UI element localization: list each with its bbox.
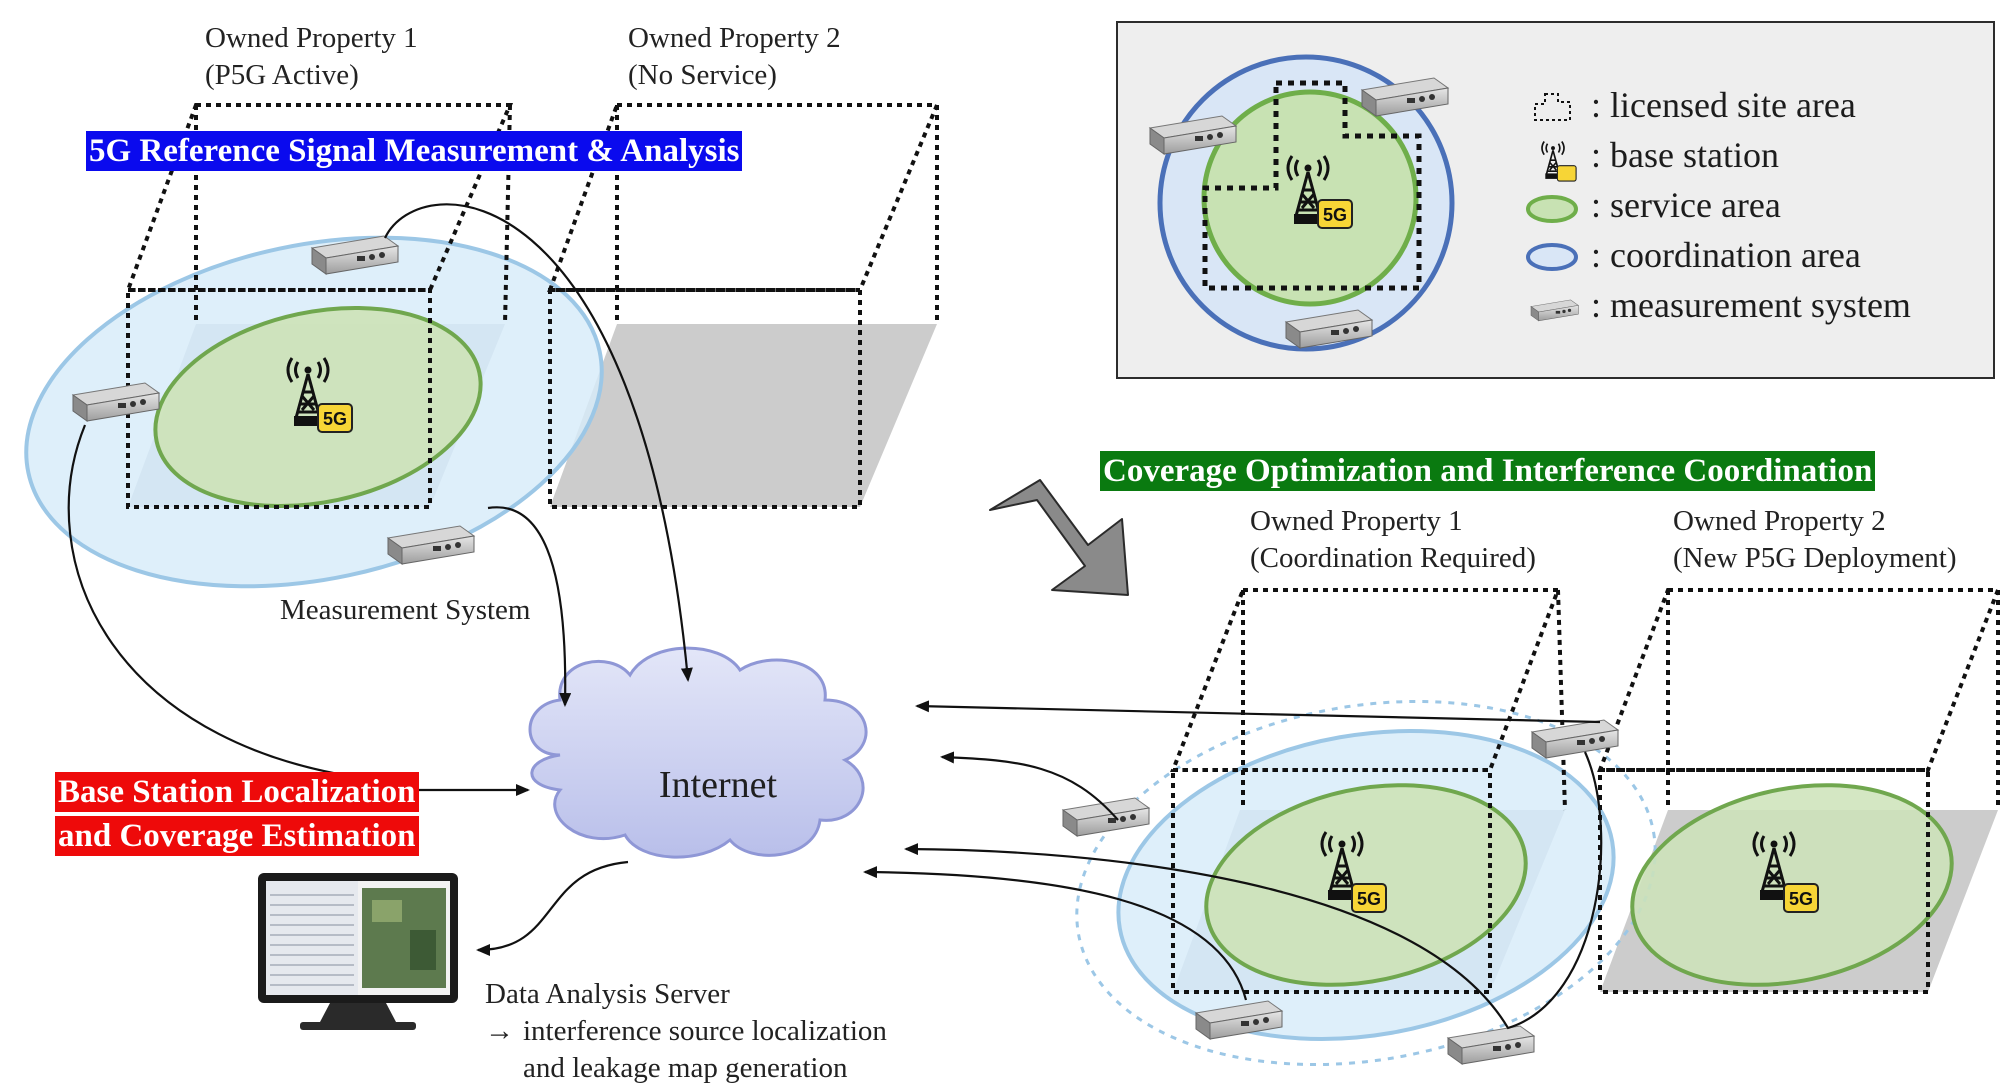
legend-base-station-badge-icon [1556,165,1577,182]
coverage-optimization-banner: Coverage Optimization and Interference C… [1100,451,1876,491]
left-5g-badge-text: 5G [323,409,347,429]
right-property2-5g-badge-text: 5G [1789,889,1813,909]
bs-localization-banner-line2: and Coverage Estimation [55,816,419,856]
right-measurement-device-left-icon [1062,797,1150,837]
right-property2-subtitle: (New P5G Deployment) [1673,542,1957,574]
connector-arrows [67,203,1603,1030]
property2-floor [550,324,937,507]
right-outer-coordination-boundary [1075,699,1657,1067]
measurement-analysis-banner: 5G Reference Signal Measurement & Analys… [86,131,743,171]
internet-cloud: Internet [528,646,868,859]
legend-base-station-label: : base station [1591,135,1779,175]
right-measurement-device-top-icon [1531,719,1619,759]
data-analysis-server-label: Data Analysis Server [485,978,730,1010]
measurement-system-label: Measurement System [280,594,531,626]
legend-licensed-site-label: : licensed site area [1591,85,1856,125]
right-property1-5g-badge-text: 5G [1357,889,1381,909]
right-measurement-device-bottom-right-icon [1447,1025,1535,1065]
bs-localization-banner-line1: Base Station Localization [55,772,419,812]
left-property-wireframes [125,103,940,509]
transition-arrow-icon [989,479,1129,596]
server-description-line2: and leakage map generation [523,1052,848,1084]
data-analysis-monitor [258,873,458,1030]
right-scene: 5G 5G [1062,588,2000,1067]
legend-licensed-site-icon [1534,93,1571,121]
left-scene: 5G [24,103,940,589]
legend-licensed-site-outline [1202,80,1422,291]
left-property1-title: Owned Property 1 [205,22,418,54]
left-property1-subtitle: (P5G Active) [205,59,359,91]
left-property2-title: Owned Property 2 [628,22,841,54]
internet-label: Internet [659,764,778,806]
legend-service-area-label: : service area [1591,185,1781,225]
legend-map-5g-badge-text: 5G [1323,205,1347,225]
right-property1-title: Owned Property 1 [1250,505,1463,537]
right-property1-subtitle: (Coordination Required) [1250,542,1536,574]
legend-service-area-icon [1526,195,1578,223]
left-property2-subtitle: (No Service) [628,59,777,91]
legend-coordination-area-icon [1526,243,1578,271]
legend: 5G [1116,21,1995,379]
server-description-line1: interference source localization [523,1015,887,1047]
legend-measurement-system-label: : measurement system [1591,285,1911,325]
right-property-wireframes [1170,588,2000,994]
right-property2-title: Owned Property 2 [1673,505,1886,537]
server-arrow-icon: → [485,1015,514,1047]
legend-coordination-area-label: : coordination area [1591,235,1861,275]
